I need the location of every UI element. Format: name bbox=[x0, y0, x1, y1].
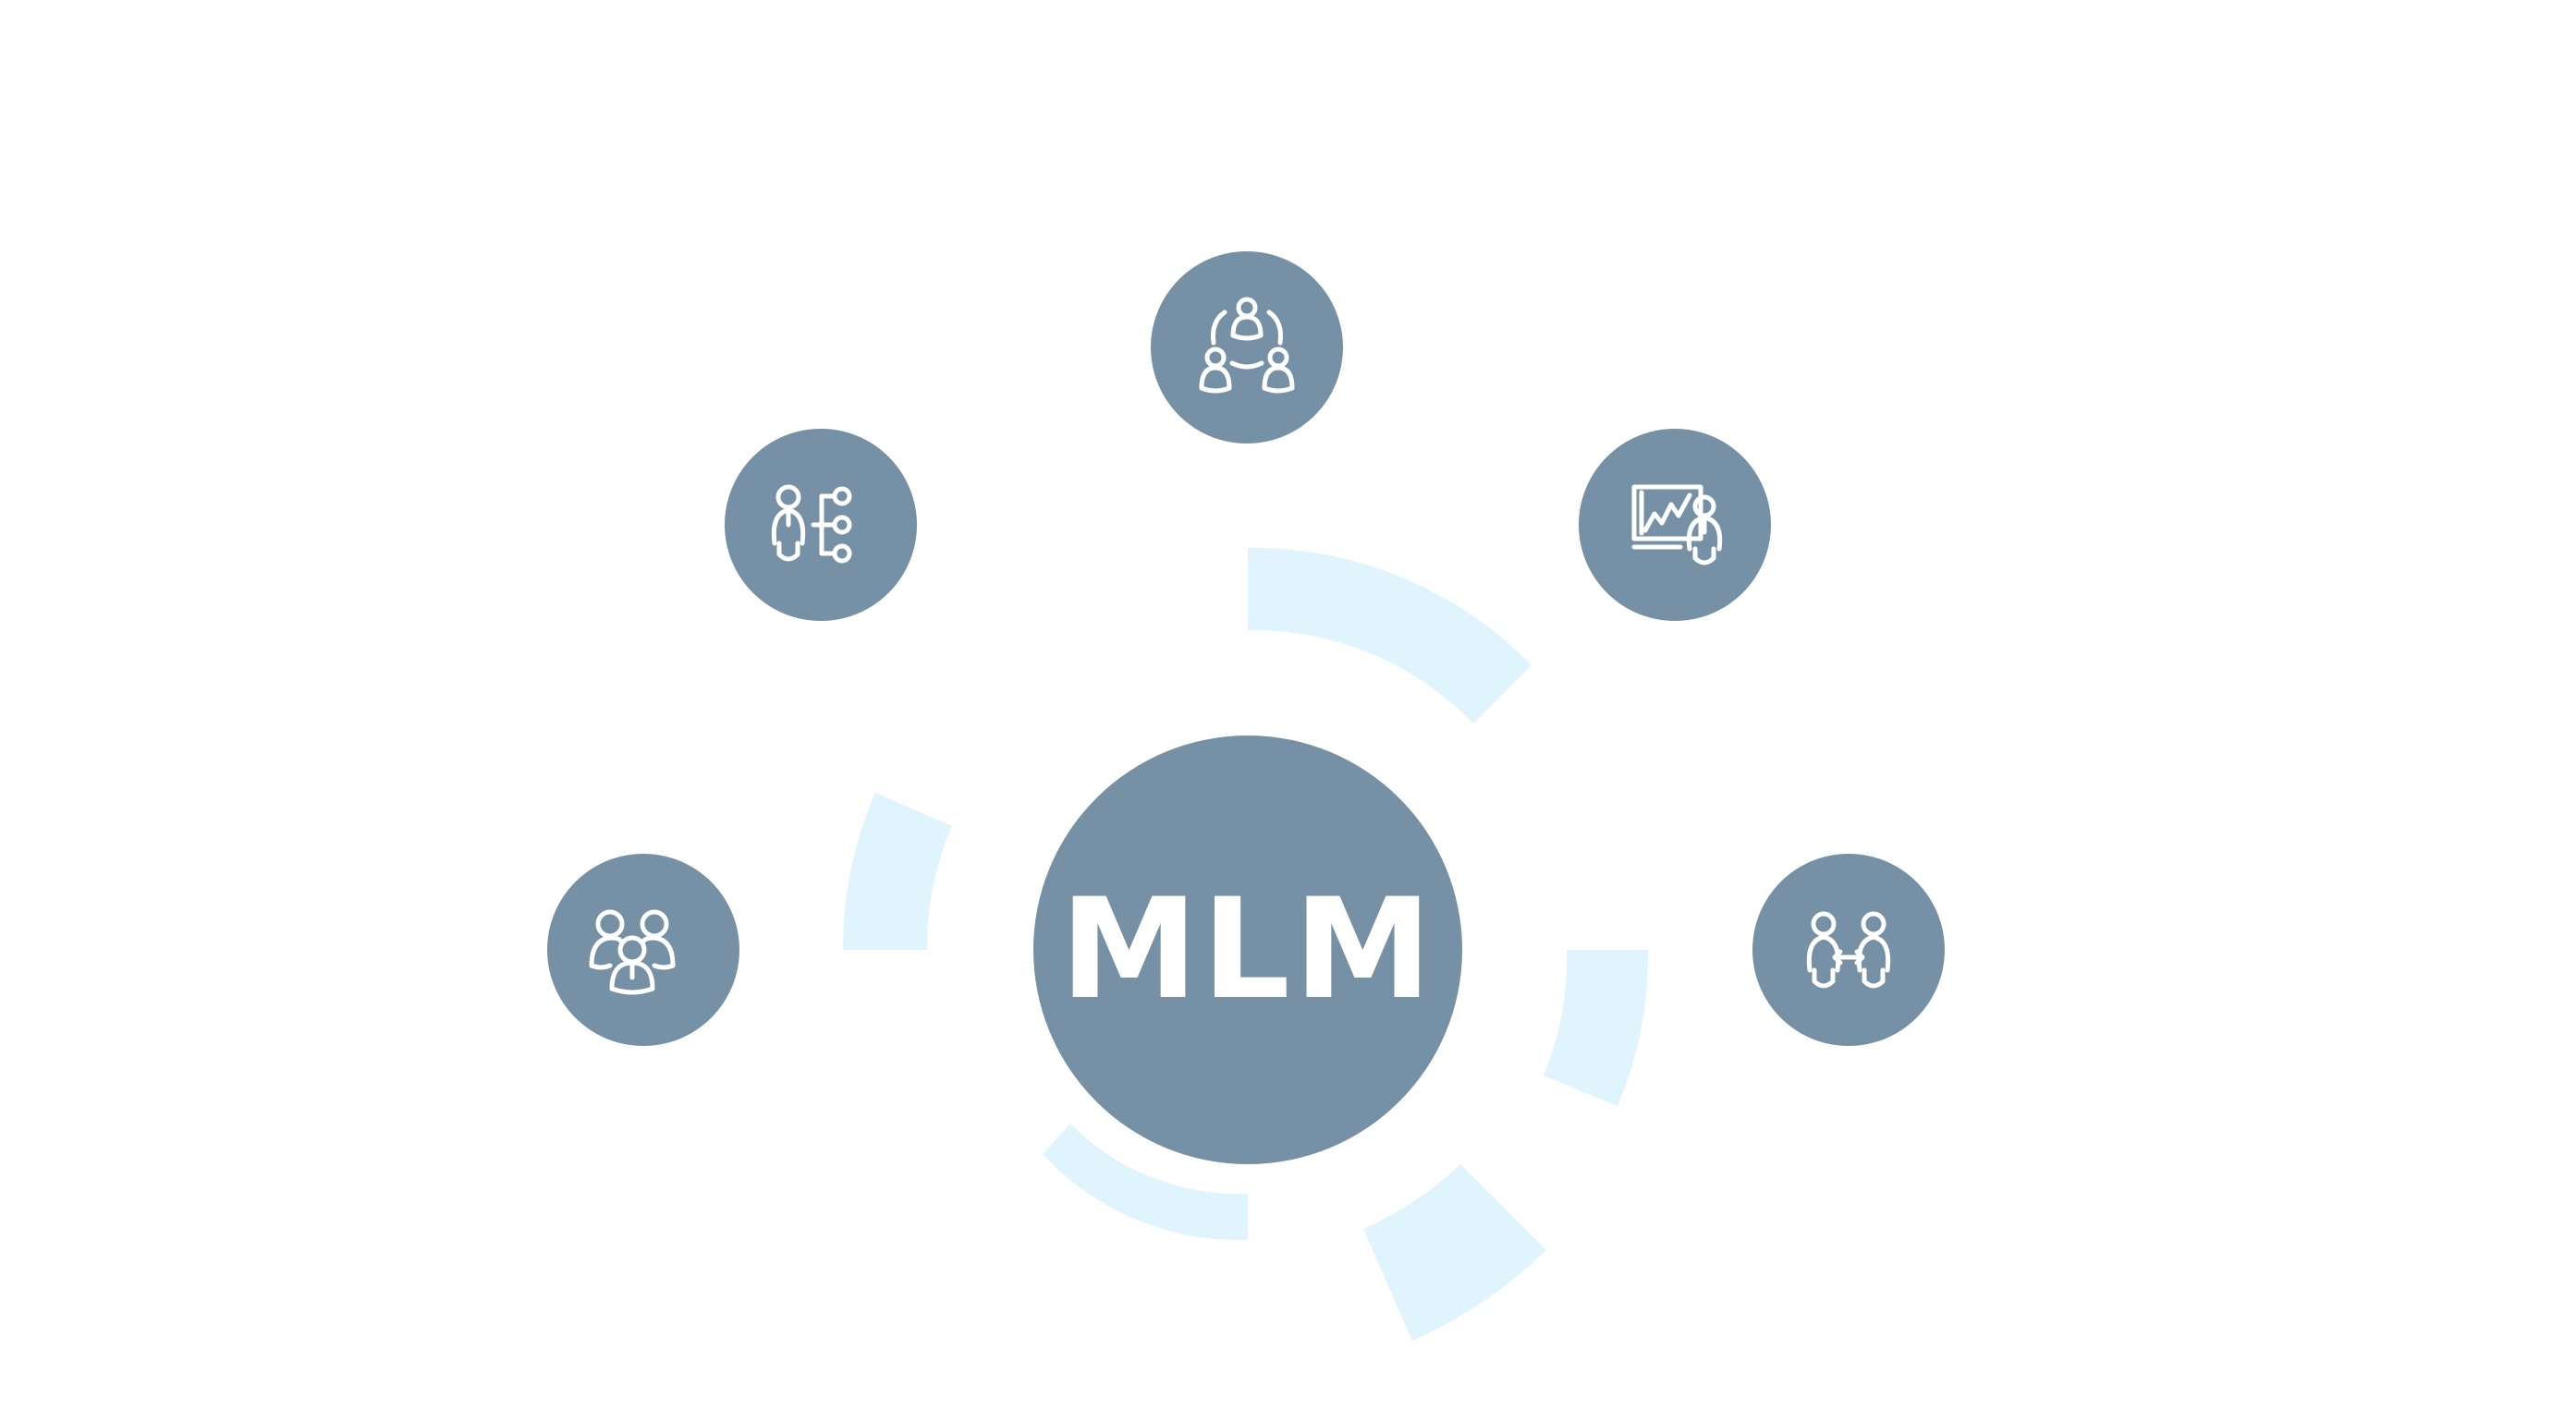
org-chart-person-icon bbox=[771, 484, 852, 564]
arc-segment-left bbox=[842, 793, 952, 950]
arc-segment-right bbox=[1544, 950, 1649, 1106]
node-lower-right-circle bbox=[1752, 854, 1945, 1046]
center-node: MLM bbox=[1033, 735, 1462, 1164]
center-circle bbox=[1033, 735, 1462, 1164]
node-upper-right bbox=[1579, 429, 1771, 621]
presentation-board-icon bbox=[1631, 484, 1723, 565]
group-people-icon bbox=[589, 909, 676, 995]
arc-segment-bottom-right bbox=[1363, 1164, 1546, 1341]
node-top-circle bbox=[1151, 251, 1343, 444]
team-hierarchy-icon bbox=[1199, 297, 1295, 394]
center-label: MLM bbox=[1060, 869, 1435, 1030]
arc-segment-bottom-left bbox=[1043, 1124, 1248, 1241]
node-lower-left bbox=[547, 854, 739, 1046]
node-upper-left bbox=[725, 429, 917, 621]
node-top bbox=[1151, 251, 1343, 444]
arc-segments bbox=[842, 547, 1649, 1341]
node-lower-right bbox=[1752, 854, 1945, 1046]
node-upper-right-circle bbox=[1579, 429, 1771, 621]
arc-segment-top-right bbox=[1248, 547, 1532, 723]
exchange-people-icon bbox=[1806, 911, 1891, 989]
